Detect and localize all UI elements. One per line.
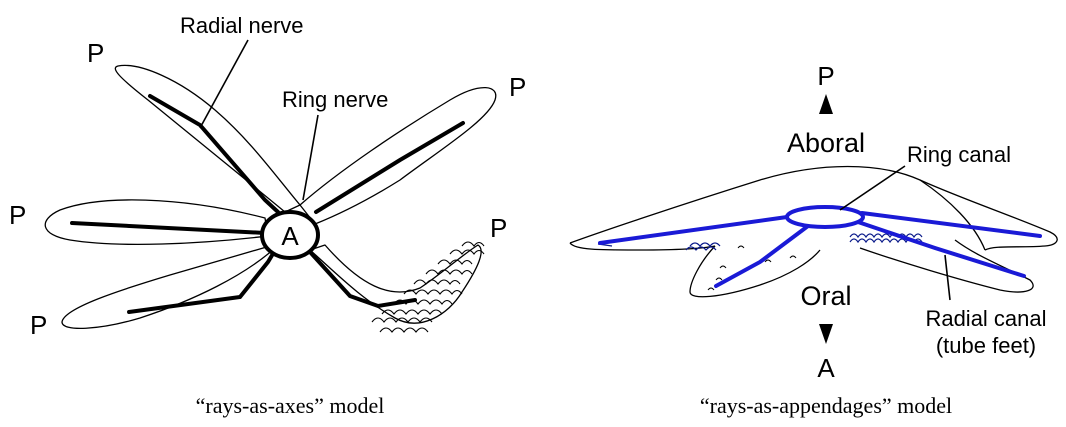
rays-as-appendages-panel: P Aboral Ring canal Oral Radial canal (t… <box>570 61 1057 418</box>
oral-arm-outline-left <box>570 243 715 250</box>
back-arm-outline <box>920 180 985 250</box>
radial-nerve-label: Radial nerve <box>180 13 304 38</box>
radial-nerve-left <box>72 223 265 233</box>
radial-canal-left <box>600 217 787 243</box>
radial-canal-label-line2: (tube feet) <box>936 333 1036 358</box>
tube-feet-cluster <box>372 242 484 332</box>
pole-label-upper-left: P <box>87 38 104 68</box>
ring-nerve-leader <box>303 115 318 200</box>
radial-nerve-leader <box>200 40 248 128</box>
ring-canal-leader <box>840 166 905 210</box>
aboral-arrow-icon <box>819 94 833 114</box>
starfish-body-outline <box>45 65 496 328</box>
left-caption: “rays-as-axes” model <box>196 393 385 418</box>
rays-as-axes-panel: A Radial nerve Ring nerve P P P P P “ray… <box>9 13 526 418</box>
radial-nerve-lower-left <box>129 252 274 312</box>
oral-label: Oral <box>800 281 851 311</box>
pole-label-right: P <box>490 213 507 243</box>
arm-outline-upper-left <box>115 65 300 212</box>
right-caption: “rays-as-appendages” model <box>700 393 952 418</box>
oral-arrow-icon <box>819 324 833 344</box>
center-label: A <box>281 221 299 251</box>
pole-label-lower-left: P <box>30 310 47 340</box>
radial-nerve-upper-right <box>316 123 463 212</box>
arm-outline-lower-right <box>310 245 481 323</box>
bottom-pole-label: A <box>817 353 835 383</box>
ring-nerve-label: Ring nerve <box>282 87 388 112</box>
pole-label-left: P <box>9 200 26 230</box>
radial-canal-leader <box>945 255 950 300</box>
starfish-side-outline <box>570 167 1057 297</box>
top-pole-label: P <box>817 61 834 91</box>
ring-canal-label: Ring canal <box>907 142 1011 167</box>
radial-canal-label-line1: Radial canal <box>925 306 1046 331</box>
aboral-label: Aboral <box>787 128 865 158</box>
arm-outline-lower-left <box>62 246 275 328</box>
pole-label-upper-right: P <box>509 72 526 102</box>
ring-canal <box>787 207 863 227</box>
